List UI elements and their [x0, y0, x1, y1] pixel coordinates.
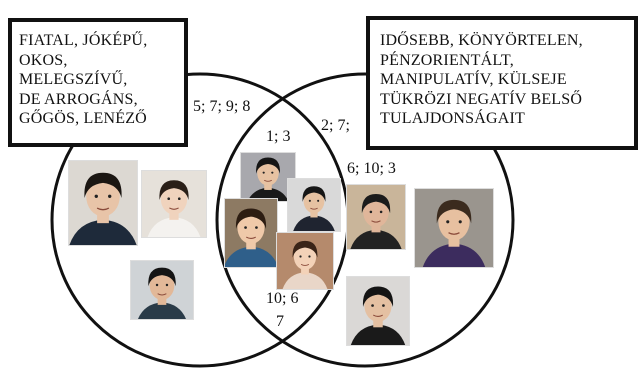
- portrait-older-woman-1: [414, 188, 494, 268]
- left-traits-line: DE ARROGÁNS,: [19, 90, 138, 108]
- portrait-image: [347, 277, 409, 345]
- left-traits-line: GŐGÖS, LENÉZŐ: [19, 110, 147, 127]
- right-traits-box: IDŐSEBB, KÖNYÖRTELEN, PÉNZORIENTÁLT, MAN…: [366, 16, 638, 150]
- right-circle: [215, 72, 515, 368]
- portrait-image: [347, 185, 405, 249]
- left-traits-line: FIATAL, JÓKÉPŰ,: [19, 32, 148, 49]
- portrait-image: [69, 161, 137, 245]
- right-traits-line: MANIPULATÍV, KÜLSEJE: [380, 71, 567, 88]
- portrait-image: [241, 153, 295, 201]
- center-bottom-number-2: 7: [276, 313, 284, 330]
- center-bottom-numbers: 10; 6: [266, 290, 299, 307]
- portrait-image: [288, 179, 340, 231]
- portrait-man-right-2: [346, 276, 410, 346]
- center-top-numbers: 1; 3: [266, 128, 291, 145]
- portrait-image: [142, 171, 206, 237]
- portrait-image: [277, 233, 333, 289]
- left-traits-line: OKOS,: [19, 51, 68, 69]
- portrait-young-man-2: [130, 260, 194, 320]
- portrait-young-woman-1: [141, 170, 207, 238]
- right-traits-line: PÉNZORIENTÁLT,: [380, 51, 514, 69]
- right-traits-line: IDŐSEBB, KÖNYÖRTELEN,: [380, 32, 583, 49]
- right-inner-numbers: 6; 10; 3: [347, 160, 396, 177]
- portrait-woman-center-2: [276, 232, 334, 290]
- right-top-numbers: 2; 7;: [321, 117, 350, 134]
- right-traits-line: TÜKRÖZI NEGATÍV BELSŐ: [380, 90, 583, 108]
- portrait-man-center-1: [240, 152, 296, 202]
- left-traits-box: FIATAL, JÓKÉPŰ, OKOS, MELEGSZÍVŰ, DE ARR…: [8, 18, 188, 147]
- left-traits-line: MELEGSZÍVŰ,: [19, 71, 128, 88]
- left-circle-numbers: 5; 7; 9; 8: [193, 98, 251, 115]
- portrait-image: [131, 261, 193, 319]
- portrait-man-center-2: [287, 178, 341, 232]
- portrait-older-man-1: [346, 184, 406, 250]
- portrait-woman-center-1: [224, 198, 278, 268]
- right-traits-line: TULAJDONSÁGAIT: [380, 110, 526, 127]
- portrait-image: [415, 189, 493, 267]
- portrait-image: [225, 199, 277, 267]
- portrait-young-man-1: [68, 160, 138, 246]
